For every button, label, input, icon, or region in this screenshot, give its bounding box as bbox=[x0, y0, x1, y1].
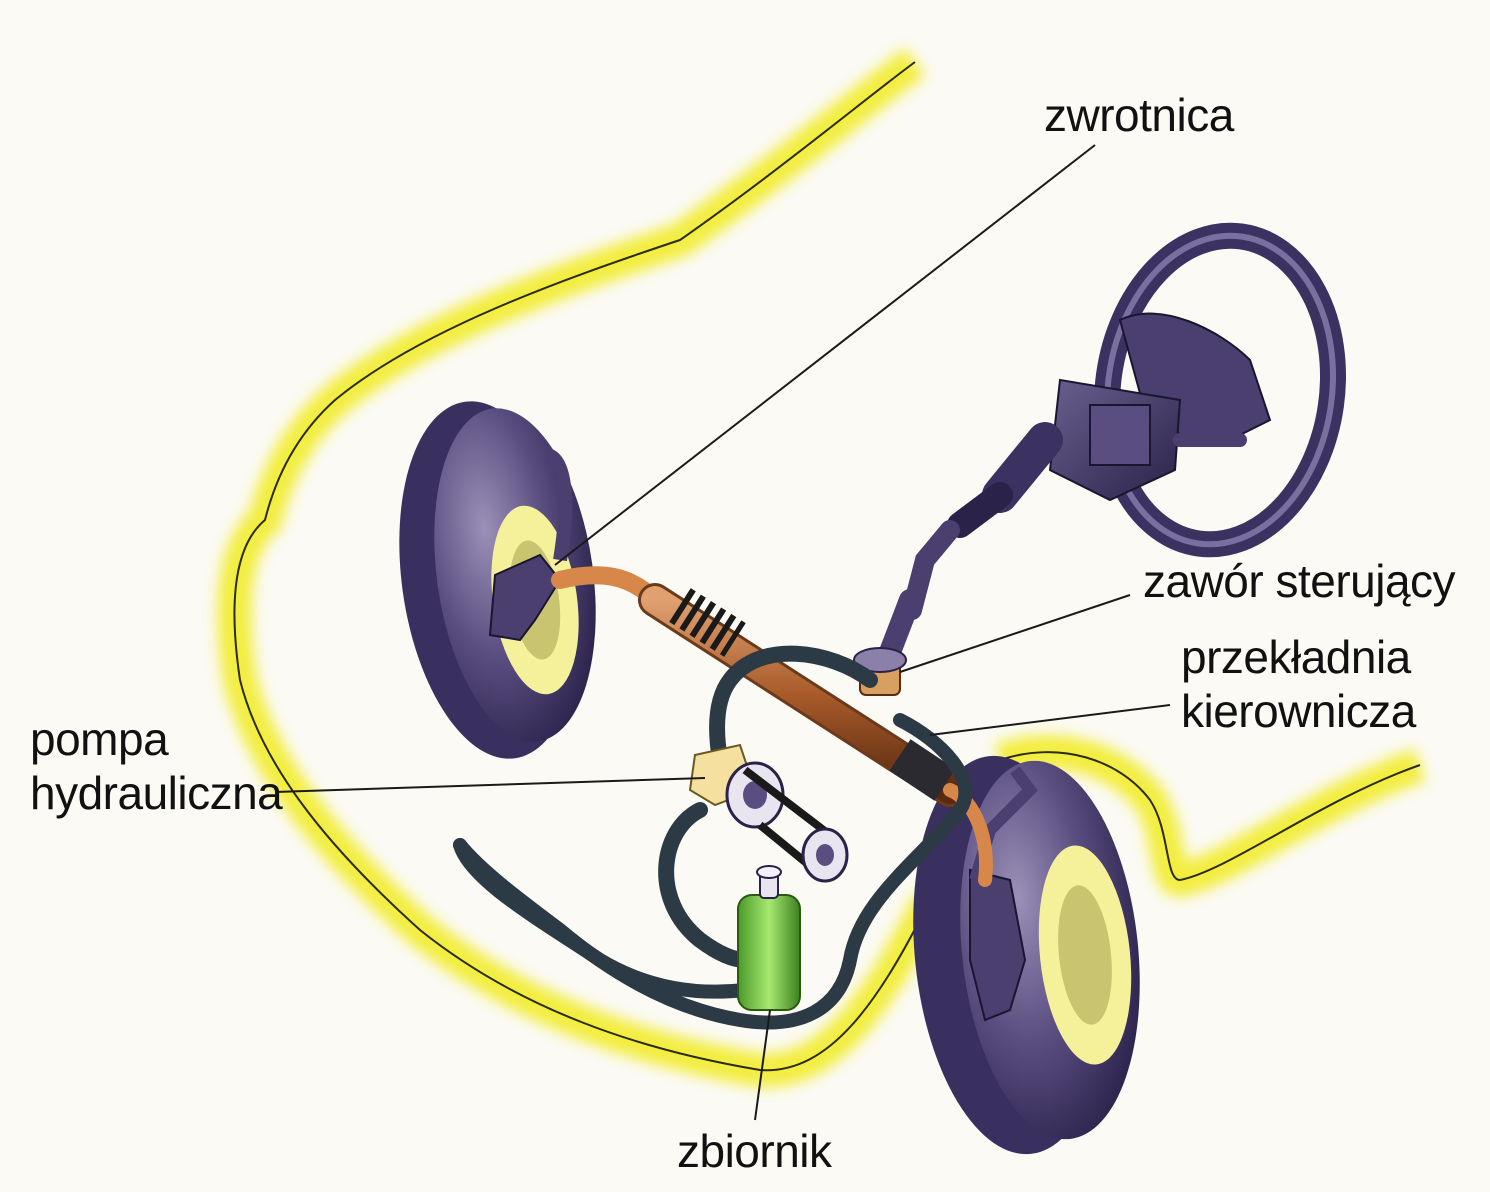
label-zwrotnica: zwrotnica bbox=[1044, 89, 1234, 141]
car-outline bbox=[217, 48, 1426, 1088]
steering-wheel bbox=[874, 222, 1346, 676]
label-pompa-line1: pompa bbox=[30, 713, 169, 765]
label-przekladnia-kierownicza: przekładnia kierownicza bbox=[1181, 630, 1416, 738]
leader-zawor bbox=[899, 594, 1131, 673]
label-pompa-line2: hydrauliczna bbox=[30, 767, 283, 819]
right-wheel bbox=[913, 755, 1140, 1155]
leader-zwrotnica bbox=[554, 144, 1096, 566]
hydraulic-pump bbox=[688, 743, 849, 883]
label-przekladnia-line2: kierownicza bbox=[1181, 685, 1416, 737]
hydraulic-hoses bbox=[453, 645, 973, 1030]
leader-zbiornik bbox=[754, 1009, 771, 1121]
fluid-reservoir bbox=[737, 865, 801, 1011]
leader-lines bbox=[274, 144, 1171, 1121]
label-zawor-sterujacy: zawór sterujący bbox=[1143, 555, 1456, 607]
label-zbiornik: zbiornik bbox=[677, 1125, 832, 1177]
steering-rack bbox=[551, 566, 993, 887]
leader-pompa bbox=[274, 777, 706, 793]
leader-przekladnia bbox=[929, 704, 1171, 736]
left-wheel bbox=[399, 401, 596, 759]
label-pompa-hydrauliczna: pompa hydrauliczna bbox=[30, 712, 283, 820]
label-przekladnia-line1: przekładnia bbox=[1181, 631, 1411, 683]
